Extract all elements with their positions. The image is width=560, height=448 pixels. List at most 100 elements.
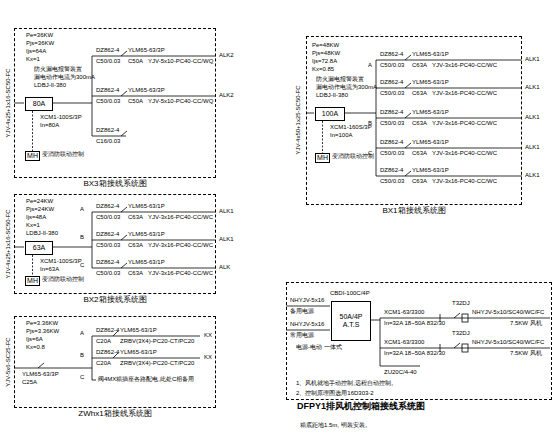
circuit-label: ALK2 <box>219 92 234 99</box>
circuit-label: C <box>80 262 84 269</box>
device-box: 63A <box>25 241 53 255</box>
circuit-label: Ijs=6A <box>26 336 43 343</box>
circuit-label: YJV-3x16-PC40-CC/WC <box>432 150 497 157</box>
circuit-label: In=80A <box>40 122 59 129</box>
circuit-label: C63A <box>412 150 427 157</box>
device-label: 50A/4P <box>340 313 363 321</box>
circuit-label: C50/0.03 <box>380 150 404 157</box>
circuit-label: T32DJ <box>452 330 470 337</box>
device-label: A.T.S <box>343 321 360 329</box>
circuit-label: Kx=0.85 <box>312 66 334 73</box>
circuit-label: In=63A <box>40 266 59 273</box>
circuit-label: Ijs=64A <box>26 48 46 55</box>
circuit-label: B <box>368 120 372 127</box>
circuit-label: YJV-3x16-PC40-CC/WC <box>432 62 497 69</box>
circuit-label: Pe=36KW <box>26 32 53 39</box>
circuit-label: YJV-3x16-PC40-CC/WC <box>432 120 497 127</box>
control-link <box>322 121 323 153</box>
circuit-label: YLM65-63/1P <box>412 109 449 116</box>
circuit-label: YJV-5x10-PC40-CC/WQ <box>148 58 213 65</box>
circuit-label: YLM65-63/3P <box>22 371 59 378</box>
circuit-label: C63A <box>412 120 427 127</box>
circuit-label: DZ862-4 <box>380 167 403 174</box>
circuit-label: Pe=48KW <box>312 42 339 49</box>
circuit-label: ALK2 <box>219 52 234 59</box>
bx3-wires <box>14 51 216 136</box>
circuit-label: XCM1-160S/3P <box>330 124 372 131</box>
circuit-label: 防火漏电报警装置 <box>34 66 82 73</box>
circuit-label: DZ862-4 <box>96 203 119 210</box>
circuit-label: YJV-5x10-PC40-CC/WQ <box>148 98 213 105</box>
device-label: 100A <box>322 110 338 118</box>
cable-spec: YJV-4x25+1x16-SC50-FC <box>5 68 12 137</box>
circuit-label: 7.5KW 风机 <box>510 320 542 327</box>
circuit-label: Pjs=24KW <box>26 206 54 213</box>
circuit-label: ZRBV(3X4)-PC20-CT/PC20 <box>120 338 194 345</box>
circuit-label: 阀4MX箱插座各路配电,此处C相备用 <box>98 376 194 383</box>
circuit-label: YLM65-63/3P <box>128 47 165 54</box>
circuit-label: KX <box>204 354 212 361</box>
circuit-label: 变消防联动控制 <box>332 153 374 160</box>
circuit-label: C50/0.03 <box>96 242 120 249</box>
circuit-label: ALK1 <box>525 144 540 151</box>
circuit-label: ALK1 <box>525 114 540 121</box>
circuit-label: ALK1 <box>525 56 540 63</box>
contactor-symbol <box>462 314 468 322</box>
circuit-label: DZ862-4 <box>96 259 119 266</box>
circuit-label: C50/0.03 <box>96 270 120 277</box>
circuit-label: NHYJV-5x10/SC40/WC/FC <box>472 309 544 316</box>
circuit-label: C50/0.03 <box>96 214 120 221</box>
circuit-label: YJV-3x16-PC40-CC/WC <box>432 178 497 185</box>
circuit-label: NHYJV-5x16 <box>290 297 324 304</box>
circuit-label: 变消防联动控制 <box>42 276 84 283</box>
circuit-label: ALK1 <box>525 84 540 91</box>
circuit-label: C <box>80 374 84 381</box>
circuit-label: XCM1-63/3300 <box>384 309 424 316</box>
circuit-label: Pe=24KW <box>26 198 53 205</box>
circuit-label: C63A <box>128 214 143 221</box>
circuit-label: C50/0.03 <box>380 120 404 127</box>
circuit-label: ZRBV(3X4)-PC20-CT/PC20 <box>120 360 194 367</box>
circuit-label: C63A <box>412 62 427 69</box>
circuit-label: YJV-3x16-PC40-CC/WC <box>148 270 213 277</box>
circuit-label: A <box>368 62 372 69</box>
circuit-label: DZ862-4 <box>96 327 119 334</box>
circuit-label: 2、控制原理图选用16D303-2 <box>296 390 374 397</box>
circuit-label: Kx=1 <box>26 56 40 63</box>
circuit-label: C50/0.03 <box>96 58 120 65</box>
circuit-label: Pe=3.36KW <box>26 320 58 327</box>
circuit-label: C50/0.03 <box>380 62 404 69</box>
circuit-label: C63A <box>412 90 427 97</box>
circuit-label: YLM65-63/1P <box>128 259 165 266</box>
bx1-wires <box>306 55 522 176</box>
circuit-label: NHYJV-5x16 <box>290 321 324 328</box>
circuit-label: C20A <box>96 338 111 345</box>
circuit-label: YJV-3x16-PC40-CC/WC <box>148 242 213 249</box>
circuit-label: C63A <box>412 178 427 185</box>
circuit-label: ALK <box>219 264 230 271</box>
device-box: MH <box>25 276 40 286</box>
circuit-label: YLM65-63/1P <box>128 203 165 210</box>
circuit-label: DZ862-4 <box>96 231 119 238</box>
circuit-label: DZ862-4 <box>380 79 403 86</box>
circuit-label: In=32A 18~50A 832/30 <box>384 350 445 357</box>
circuit-label: DZ862-4 <box>380 109 403 116</box>
circuit-label: XCM1-100S/3P <box>40 114 82 121</box>
circuit-label: NHYJV-5x10/SC40/WC/FC <box>472 339 544 346</box>
circuit-label: 7.5KW 风机 <box>510 350 542 357</box>
circuit-label: 箱底距地1.5m, 明装安装。 <box>300 422 371 429</box>
circuit-label: CBDI-100C/4P <box>330 290 370 297</box>
circuit-label: C50/0.03 <box>380 90 404 97</box>
circuit-label: ZU20C/4-40 <box>384 369 417 376</box>
circuit-label: DZ862-4 <box>380 51 403 58</box>
circuit-label: C16/0.03 <box>96 138 120 145</box>
circuit-label: C <box>368 150 372 157</box>
dfpy1-wires <box>286 306 550 366</box>
control-link <box>32 111 33 151</box>
device-label: MH <box>27 152 38 160</box>
circuit-label: YLM65-63/1P <box>120 327 157 334</box>
cable-spec: YJV-5x6-SC25-FC <box>5 337 12 386</box>
circuit-label: YLM65-63/1P <box>412 139 449 146</box>
circuit-label: DZ862-4 <box>96 47 119 54</box>
circuit-label: 备用电源 <box>290 308 314 315</box>
